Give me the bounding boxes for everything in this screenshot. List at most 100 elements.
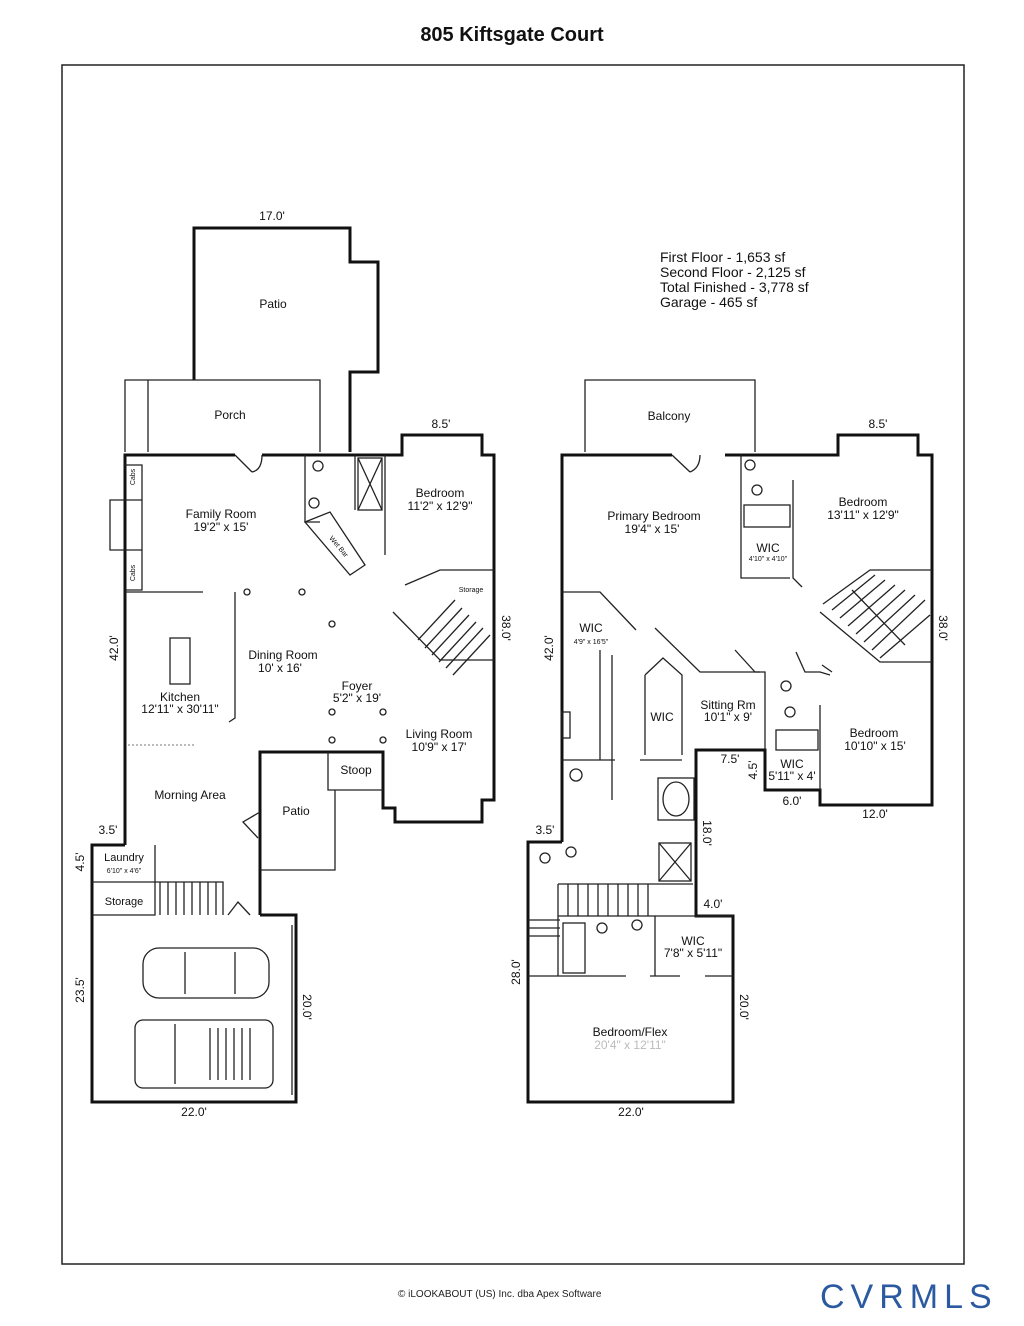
dim-bottom: 22.0' [181,1105,207,1119]
toilet [784,706,796,718]
sink [308,497,320,509]
wic4-label: WIC [780,757,804,771]
dim-28-0: 28.0' [509,959,523,985]
sitting-room-label: Sitting Rm [700,698,755,712]
garage-door [227,900,251,916]
balcony-outline [584,379,756,452]
wic-walls [562,591,760,800]
column [328,620,336,628]
dim-bedroom-top: 8.5' [869,417,888,431]
column [379,708,387,716]
foyer-label: Foyer [342,679,373,693]
shower-x [357,457,383,511]
dim-top: 17.0' [259,209,285,223]
garage-stairs [159,882,217,915]
rear-patio-outline [192,226,380,452]
dim-right: 38.0' [936,615,950,641]
storage-stair-label: Storage [459,587,484,594]
sink [539,852,551,864]
stairs [417,599,491,676]
area-summary: First Floor - 1,653 sf Second Floor - 2,… [660,250,809,310]
second-floor-walls [526,433,934,1104]
family-room-label: Family Room [186,507,257,521]
side-patio-label: Patio [282,804,310,818]
stair-walls-lower [528,883,733,976]
column [379,736,387,744]
dining-room-label: Dining Room [248,648,317,662]
column [298,588,306,596]
dim-18-0: 18.0' [700,820,714,846]
door [234,454,263,473]
sink [780,680,792,692]
car-icon [142,947,270,999]
flex-label: Bedroom/Flex [593,1025,668,1039]
second-floor: Balcony Primary Bedroom 19'4" x 15' Bedr… [509,379,950,1119]
flex-size: 20'4" x 12'11" [594,1038,666,1052]
bathtub [562,922,586,974]
summary-second-floor: Second Floor - 2,125 sf [660,264,806,280]
shower [658,842,692,882]
wic4-size: 5'11" x 4' [768,769,815,783]
suv-detail [174,1024,251,1084]
primary-bedroom-label: Primary Bedroom [607,509,700,523]
dim-step: 3.5' [99,823,118,837]
dim-12-0: 12.0' [862,807,888,821]
toilet [751,484,763,496]
tub-basin [662,781,690,817]
dim-bedroom-top: 8.5' [432,417,451,431]
bedroom2-label: Bedroom [850,726,899,740]
column [328,708,336,716]
flex-walls [528,916,733,977]
stair-walls [819,569,932,663]
summary-garage: Garage - 465 sf [660,294,758,310]
sink [565,846,577,858]
sink [631,919,643,931]
porch-label: Porch [214,408,245,422]
toilet [596,922,608,934]
wic5-label: WIC [681,934,705,948]
bedroom-size: 11'2" x 12'9" [408,499,473,513]
cabs-label-bottom: Cabs [130,564,137,581]
bedroom2-size: 10'10" x 15' [844,739,906,753]
dim-left: 42.0' [542,635,556,661]
garage-walls [90,843,298,1104]
wic1-label: WIC [756,541,780,555]
dim-garage-right: 20.0' [300,994,314,1020]
kitchen-island [169,637,191,685]
dim-6-0: 6.0' [783,794,802,808]
dim-20-0: 20.0' [737,994,751,1020]
summary-total: Total Finished - 3,778 sf [660,279,809,295]
morning-area-label: Morning Area [154,788,226,802]
dim-laundry: 4.5' [73,853,87,872]
wic2-label: WIC [579,621,603,635]
fireplace [109,464,143,591]
door [671,454,701,473]
dim-garage-left: 23.5' [73,977,87,1003]
frame [61,64,965,1265]
family-room-size: 19'2" x 15' [194,520,249,534]
kitchen-size: 12'11" x 30'11" [141,702,218,716]
wic1-size: 4'10" x 4'10" [749,556,788,563]
foyer-size: 5'2" x 19' [333,691,381,705]
wet-bar-label: Wet Bar [327,535,349,559]
toilet [312,460,324,472]
summary-first-floor: First Floor - 1,653 sf [660,249,786,265]
cabinet [561,711,571,739]
sitting-room-size: 10'1" x 9' [704,710,752,724]
copyright-credit: © iLOOKABOUT (US) Inc. dba Apex Software [398,1289,602,1300]
wet-bar-outline [303,511,366,576]
living-room-size: 10'9" x 17' [412,740,467,754]
car-detail [184,952,236,994]
cabs-label-top: Cabs [130,468,137,485]
rear-patio-label: Patio [259,297,287,311]
laundry-size: 6'10" x 4'6" [107,868,142,875]
stairs-lower [567,884,649,916]
patio-door [241,811,261,839]
first-floor-walls [123,433,496,915]
dining-room-size: 10' x 16' [258,661,302,675]
cvrmls-logo: CVRMLS [820,1278,998,1316]
first-floor: Wet Bar Cabs Cabs Storage Patio Porch Fa… [73,209,513,1119]
column [328,736,336,744]
stoop-label: Stoop [340,763,372,777]
